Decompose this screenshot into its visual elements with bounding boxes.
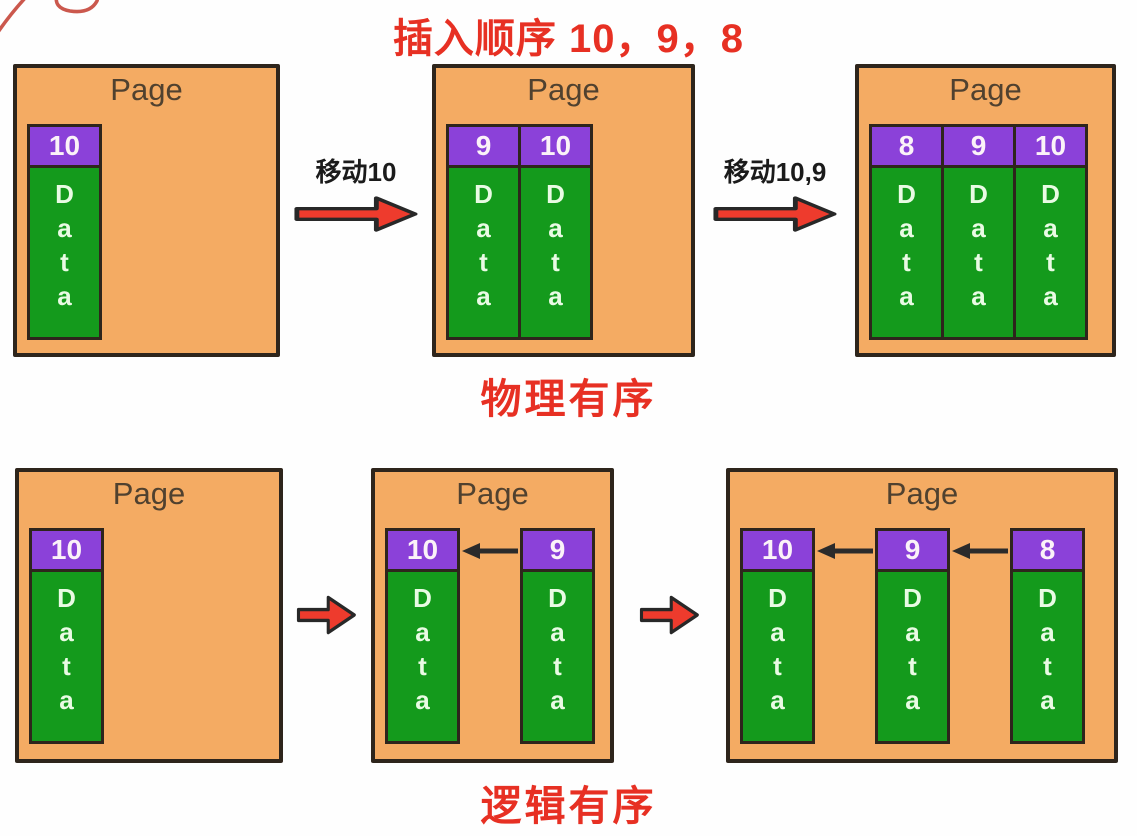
- record-key: 10: [27, 124, 102, 168]
- red-arrow-icon: [296, 595, 356, 635]
- record-key: 10: [518, 124, 593, 168]
- link-arrow-icon: [952, 543, 1008, 559]
- transition-label: 移动10,9: [723, 157, 827, 187]
- caption-physical: 物理有序: [480, 376, 657, 422]
- transition-label: 移动10: [315, 157, 397, 187]
- red-arrow-icon: [713, 196, 837, 232]
- record-key: 8: [1010, 528, 1085, 572]
- page-label: Page: [949, 72, 1022, 107]
- record-key: 10: [1013, 124, 1088, 168]
- caption-logical: 逻辑有序: [480, 783, 657, 829]
- record-key: 9: [520, 528, 595, 572]
- record-key: 10: [740, 528, 815, 572]
- page-title: 插入顺序 10，9，8: [392, 17, 745, 61]
- page-label: Page: [527, 72, 600, 107]
- transition-arrow: [614, 468, 726, 638]
- transition-arrow: 移动10: [280, 64, 432, 234]
- link-arrow-icon: [817, 543, 873, 559]
- transition-arrow: 移动10,9: [695, 64, 855, 234]
- record-key: 9: [941, 124, 1016, 168]
- record-key: 8: [869, 124, 944, 168]
- record-key: 9: [875, 528, 950, 572]
- page-label: Page: [112, 476, 186, 511]
- link-arrow-icon: [462, 543, 518, 559]
- page-label: Page: [110, 72, 183, 107]
- page-label: Page: [885, 476, 959, 511]
- record-key: 10: [29, 528, 104, 572]
- red-arrow-icon: [294, 196, 418, 232]
- page-label: Page: [456, 476, 529, 511]
- record-key: 10: [385, 528, 460, 572]
- record-key: 9: [446, 124, 521, 168]
- pen-scribble-icon: [0, 0, 100, 33]
- transition-arrow: [283, 468, 371, 638]
- red-arrow-icon: [639, 595, 699, 635]
